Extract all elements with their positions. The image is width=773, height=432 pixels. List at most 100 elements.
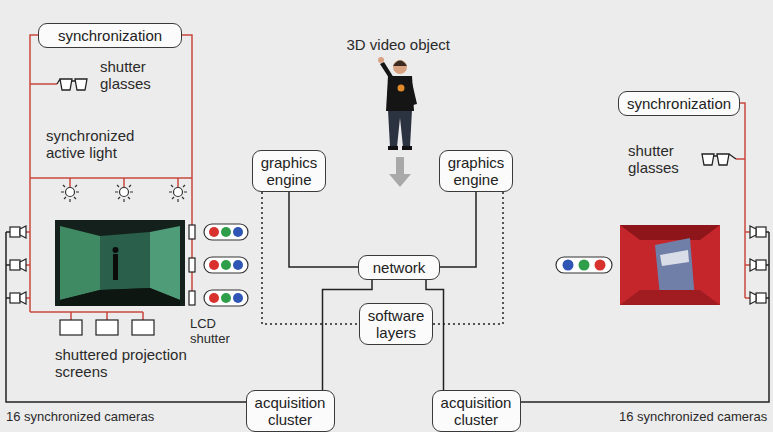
photo-figure	[113, 254, 118, 280]
video-object-figure	[378, 57, 417, 187]
camera-icon	[10, 260, 20, 270]
annotation-label: LCD shutter	[190, 316, 244, 346]
node-label: graphics engine	[260, 154, 318, 188]
camera-icon	[750, 259, 756, 271]
shutter-icon	[189, 258, 195, 272]
screen-icon	[60, 320, 82, 335]
camera-icon	[756, 227, 766, 237]
photo-wall	[150, 226, 180, 300]
figure-head	[393, 60, 407, 74]
right-screen-photo	[620, 225, 720, 305]
filter-pill	[204, 224, 248, 240]
figure-logo	[398, 85, 405, 92]
photo-ground	[620, 225, 720, 305]
photo-floor	[60, 288, 180, 306]
camera-icon	[20, 226, 26, 238]
figure-legs	[388, 110, 412, 147]
down-arrow	[389, 157, 411, 187]
shutter-icon	[189, 291, 195, 305]
filter-pill	[204, 257, 248, 273]
annotation-label: shutter glasses	[628, 142, 692, 176]
node-label: graphics engine	[447, 154, 505, 188]
figure-shoe	[402, 146, 412, 150]
bulb-icon	[120, 188, 129, 197]
photo-wall	[60, 226, 100, 300]
figure-hand	[378, 57, 384, 63]
camera-icon	[750, 292, 756, 304]
process-box: acquisition cluster	[246, 390, 335, 432]
camera-icon	[750, 226, 756, 238]
node-label: network	[366, 259, 432, 276]
blue-dot	[233, 227, 243, 237]
photo-ground	[55, 220, 185, 306]
filter-pill	[204, 290, 248, 306]
annotation-label: shutter glasses	[100, 58, 164, 92]
camera-icon	[10, 293, 20, 303]
red-dot	[209, 260, 219, 270]
process-box: synchronization	[618, 91, 740, 116]
filter-pill	[556, 257, 612, 273]
blue-dot	[563, 260, 574, 271]
red-dot	[209, 227, 219, 237]
connector-line	[440, 192, 476, 267]
process-box: synchronization	[38, 23, 182, 48]
process-box: graphics engine	[252, 150, 326, 192]
blue-dot	[233, 293, 243, 303]
left-screen-photo	[55, 220, 185, 306]
light-rays	[61, 185, 187, 202]
annotation-label: synchronized active light	[46, 127, 152, 161]
red-dot	[209, 293, 219, 303]
camera-icon	[20, 292, 26, 304]
process-box: network	[358, 255, 440, 280]
camera-icon	[756, 293, 766, 303]
bulb-icon	[66, 188, 75, 197]
camera-icon	[20, 259, 26, 271]
shutter-icon	[189, 225, 195, 239]
camera-icon	[756, 260, 766, 270]
photo-figure	[113, 247, 119, 253]
process-box: acquisition cluster	[432, 390, 521, 432]
figure-hair	[393, 61, 407, 67]
figure-arm	[380, 62, 394, 78]
sync-wiring	[26, 35, 750, 320]
glasses-icon	[57, 79, 87, 90]
annotation-label: shuttered projection screens	[55, 346, 191, 380]
lcd-shutters	[60, 225, 195, 335]
node-label: software layers	[367, 307, 425, 341]
process-box: software layers	[359, 303, 433, 345]
camera-icons	[10, 226, 766, 304]
camera-icon	[10, 227, 20, 237]
camera-wire	[6, 232, 290, 402]
screen-icon	[96, 320, 118, 335]
connector-line	[289, 192, 358, 267]
light-icons	[61, 185, 187, 202]
green-dot	[221, 260, 231, 270]
green-dot	[579, 260, 590, 271]
green-dot	[221, 293, 231, 303]
node-label: acquisition cluster	[254, 394, 327, 428]
node-label: synchronization	[46, 27, 174, 44]
figure-arm	[408, 78, 417, 105]
screen-icon	[132, 320, 154, 335]
bulb-icon	[174, 188, 183, 197]
red-dot	[595, 260, 606, 271]
annotation-label: 16 synchronized cameras	[6, 408, 154, 425]
photo-floor	[620, 290, 720, 305]
annotation-label: 3D video object	[347, 36, 450, 53]
node-label: synchronization	[626, 95, 732, 112]
annotation-label: 16 synchronized cameras	[619, 408, 767, 425]
glasses-icon	[702, 154, 736, 165]
photo-panel	[660, 250, 689, 266]
photo-wall	[100, 232, 150, 290]
photo-ceiling	[620, 225, 720, 240]
node-label: acquisition cluster	[440, 394, 513, 428]
sync-wire	[26, 35, 192, 320]
dotted-connector	[433, 192, 503, 324]
figure-shoe	[388, 146, 398, 150]
blue-dot	[233, 260, 243, 270]
process-box: graphics engine	[439, 150, 513, 192]
dotted-connector	[262, 192, 359, 324]
green-dot	[221, 227, 231, 237]
rgb-filters	[204, 224, 612, 306]
